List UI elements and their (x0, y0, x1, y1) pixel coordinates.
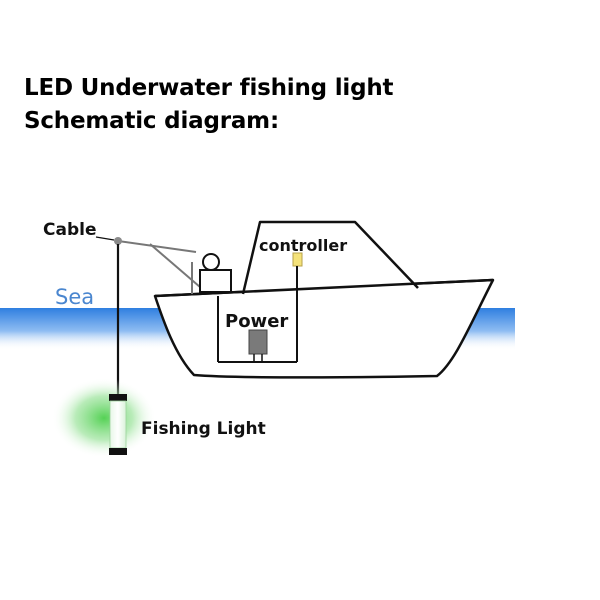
fishing-light-tube (109, 400, 127, 449)
power-label: Power (225, 311, 288, 332)
light-glow (52, 378, 156, 458)
power-box (248, 329, 268, 355)
deck-line (154, 278, 494, 298)
sea-label: Sea (55, 285, 94, 309)
diagram-subtitle: Schematic diagram: (24, 108, 279, 134)
winch-box (199, 269, 232, 293)
winch-drum (202, 253, 220, 271)
fishing-light-label: Fishing Light (141, 419, 266, 439)
boat-cabin (241, 220, 419, 295)
crane-arm (117, 240, 197, 253)
boat-hull (153, 278, 495, 379)
cable-pointer (95, 236, 115, 241)
controller-label: controller (259, 236, 347, 255)
cable-pulley (114, 237, 122, 245)
diagram-title: LED Underwater fishing light (24, 75, 394, 101)
fishing-light-cap-top (109, 394, 127, 401)
cable-label: Cable (43, 220, 96, 240)
fishing-light-cap-bottom (109, 448, 127, 455)
